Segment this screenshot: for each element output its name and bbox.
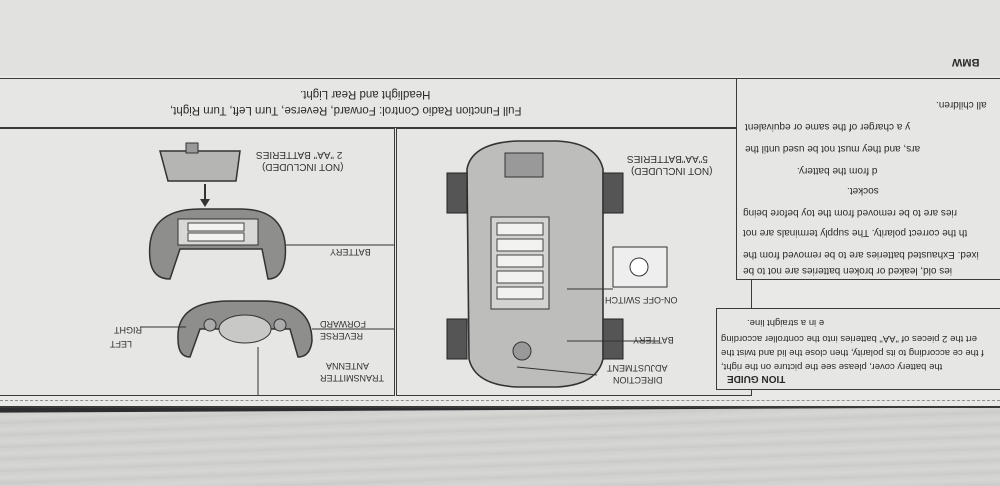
transmitter-illustration (140, 142, 394, 395)
guide-title: TION GUIDE (727, 373, 786, 384)
right-line-3: ars, and they must not be used until the (745, 143, 921, 154)
guide-line-1: e in a straight line. (747, 317, 825, 328)
guide-line-2: ert the 2 pieces of "AA" batteries into … (721, 333, 977, 344)
car-battery-note-1: 5"AA"BATTERIES (627, 153, 708, 164)
right-line-2: y a charger of the same or equivalent (745, 121, 911, 132)
car-underside-illustration (446, 140, 668, 388)
car-battery-note-2: (NOT INCLUDED) (631, 165, 713, 176)
transmitter-battery-note-2: (NOT INCLUDED) (262, 161, 344, 172)
right-line-8: ixed. Exhausted batteries are to be remo… (743, 249, 979, 260)
car-battery-label: BATTERY (633, 335, 674, 345)
reverse-label: REVERSE (320, 331, 364, 341)
left-label: LEFT (110, 339, 133, 349)
car-panel: 5"AA"BATTERIES (NOT INCLUDED) ON-OFF SWI… (396, 128, 752, 396)
right-instructions-panel: all children. y a charger of the same or… (736, 78, 1000, 280)
right-line-4: d from the battery. (797, 165, 878, 176)
brand-label: BMW (952, 56, 980, 68)
guide-line-4: the battery cover, please see the pictur… (721, 361, 943, 372)
transmitter-battery-note-1: 2 "AA" BATTERIES (256, 149, 343, 160)
caption-band (0, 78, 783, 128)
right-line-9: ies old, leaked or broken batteries are … (743, 265, 953, 276)
right-line-5: socket. (847, 185, 879, 196)
direction-label: DIRECTION (613, 375, 663, 385)
instruction-sheet: Full Function Radio Control: Forward, Re… (0, 56, 1000, 408)
right-line-1: all children. (936, 99, 987, 110)
right-line-6: ries are to be removed from the toy befo… (743, 207, 958, 218)
operation-guide-panel: e in a straight line. ert the 2 pieces o… (716, 308, 1000, 390)
transmitter-label: TRANSMITTER (320, 373, 384, 383)
floor (0, 400, 1000, 486)
antenna-label: ANTENNA (326, 361, 370, 371)
right-label: RIGHT (114, 325, 142, 335)
caption-line-2: Headlight and Rear Light. (300, 88, 431, 100)
on-off-switch-label: ON-OFF SWITCH (605, 295, 678, 305)
transmitter-panel: 2 "AA" BATTERIES (NOT INCLUDED) BATTERY … (0, 128, 395, 396)
stitching (0, 400, 1000, 401)
right-line-7: th the correct polarity. The supply term… (743, 227, 968, 238)
adjustment-label: ADJUSTMENT (607, 363, 668, 373)
transmitter-battery-label: BATTERY (330, 247, 371, 257)
caption-line-1: Full Function Radio Control: Forward, Re… (170, 104, 522, 116)
guide-line-3: f the ce according to its polarity, then… (721, 347, 984, 358)
forward-label: FORWARD (320, 319, 366, 329)
